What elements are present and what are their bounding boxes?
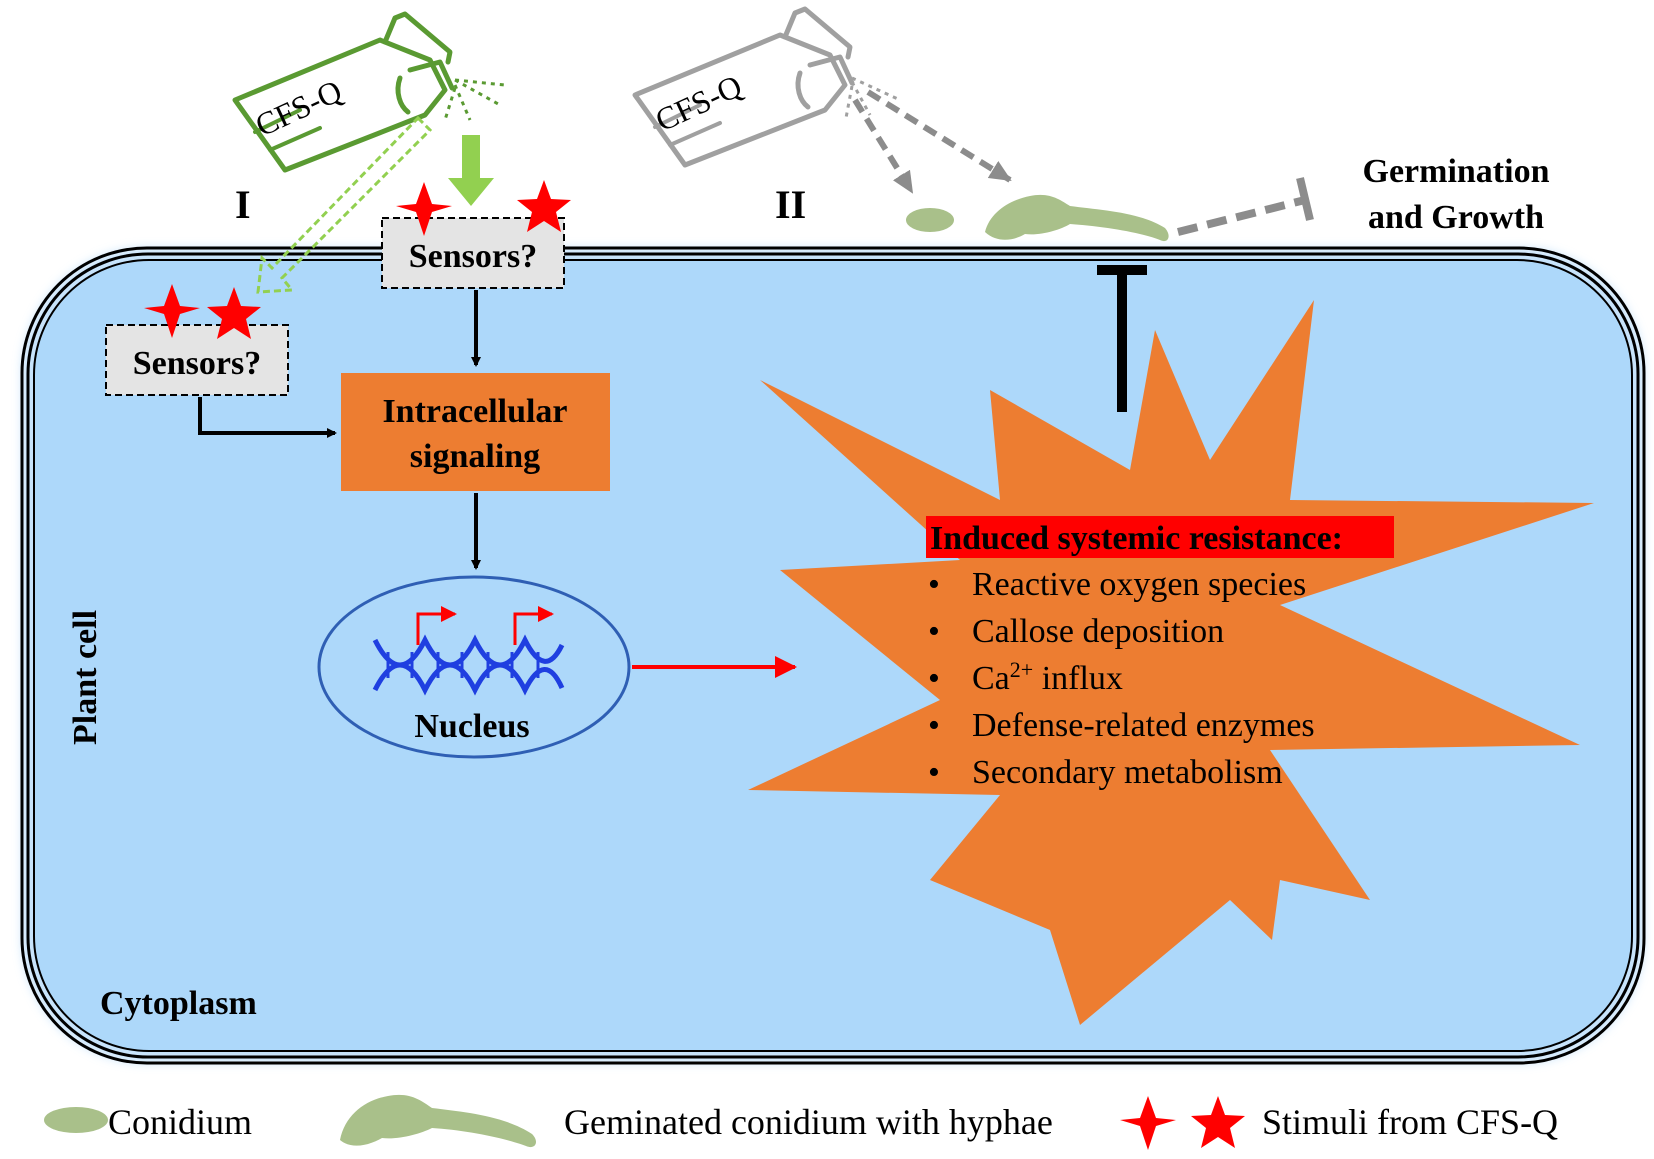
mode-two-label: II	[775, 182, 806, 227]
isr-item-ros: Reactive oxygen species	[972, 566, 1306, 603]
stimulus-star-top-1	[396, 182, 452, 236]
plant-cell-label: Plant cell	[67, 610, 104, 745]
arrow-to-left-sensor	[256, 115, 433, 294]
arrow-to-top-sensor	[448, 135, 494, 206]
transcription-arrows-icon	[416, 606, 554, 645]
spray-inactive-lines	[844, 76, 901, 119]
germination-line1: Germination	[1363, 153, 1550, 190]
arrow-spray-to-hyphae	[866, 89, 1012, 183]
ca-superscript: 2+	[1010, 657, 1033, 682]
sensor-top-label: Sensors?	[409, 238, 537, 275]
germination-inhibition	[1177, 177, 1314, 236]
sensor-top-box	[381, 217, 565, 289]
legend-star-four-icon	[1120, 1096, 1176, 1150]
legend-stimuli-label: Stimuli from CFS-Q	[1262, 1102, 1558, 1142]
stimulus-star-top-2	[517, 180, 571, 232]
mode-one-label: I	[235, 182, 251, 227]
legend-star-five-icon	[1191, 1096, 1245, 1148]
stimulus-star-left-1	[144, 284, 200, 338]
isr-item-enzymes: Defense-related enzymes	[972, 707, 1315, 744]
isr-list: • Reactive oxygen species • Callose depo…	[928, 566, 1315, 791]
germination-line2: and Growth	[1368, 199, 1544, 236]
bullet: •	[928, 660, 940, 697]
signaling-line1: Intracellular	[382, 393, 567, 430]
bullet: •	[928, 754, 940, 791]
sensor-left-label: Sensors?	[133, 345, 261, 382]
ca-prefix: Ca	[972, 660, 1010, 697]
legend-germinated-icon	[340, 1094, 537, 1148]
legend-conidium-icon	[44, 1107, 108, 1133]
isr-item-callose: Callose deposition	[972, 613, 1224, 650]
legend: Conidium Geminated conidium with hyphae …	[44, 1094, 1558, 1150]
legend-conidium-label: Conidium	[108, 1102, 252, 1142]
sprayer-active	[232, 11, 455, 173]
sprayer-inactive	[632, 6, 855, 168]
bullet: •	[928, 566, 940, 603]
isr-item-metabolism: Secondary metabolism	[972, 754, 1283, 791]
spray-active-lines	[443, 78, 506, 121]
germinated-conidium-icon	[985, 194, 1169, 242]
isr-starburst	[748, 300, 1594, 1025]
stimulus-star-left-2	[207, 287, 261, 339]
legend-germinated-label: Geminated conidium with hyphae	[564, 1102, 1053, 1142]
dna-icon	[372, 634, 565, 696]
nucleus-label: Nucleus	[414, 708, 529, 745]
conidium-icon	[906, 208, 954, 232]
isr-item-calcium: Ca2+ influx	[972, 657, 1123, 697]
nucleus	[317, 575, 631, 759]
isr-title: Induced systemic resistance:	[930, 520, 1343, 557]
bullet: •	[928, 707, 940, 744]
inhibition-symbol	[1097, 265, 1147, 412]
signaling-box	[341, 373, 610, 491]
bullet: •	[928, 613, 940, 650]
cytoplasm-label: Cytoplasm	[100, 985, 257, 1022]
signaling-line2: signaling	[410, 438, 540, 475]
isr-title-bg	[926, 516, 1394, 558]
arrow-spray-to-conidium	[852, 98, 915, 194]
sensor-left-box	[105, 324, 289, 396]
ca-suffix: influx	[1033, 660, 1123, 697]
arrow-left-sensor-to-signaling	[198, 397, 337, 438]
